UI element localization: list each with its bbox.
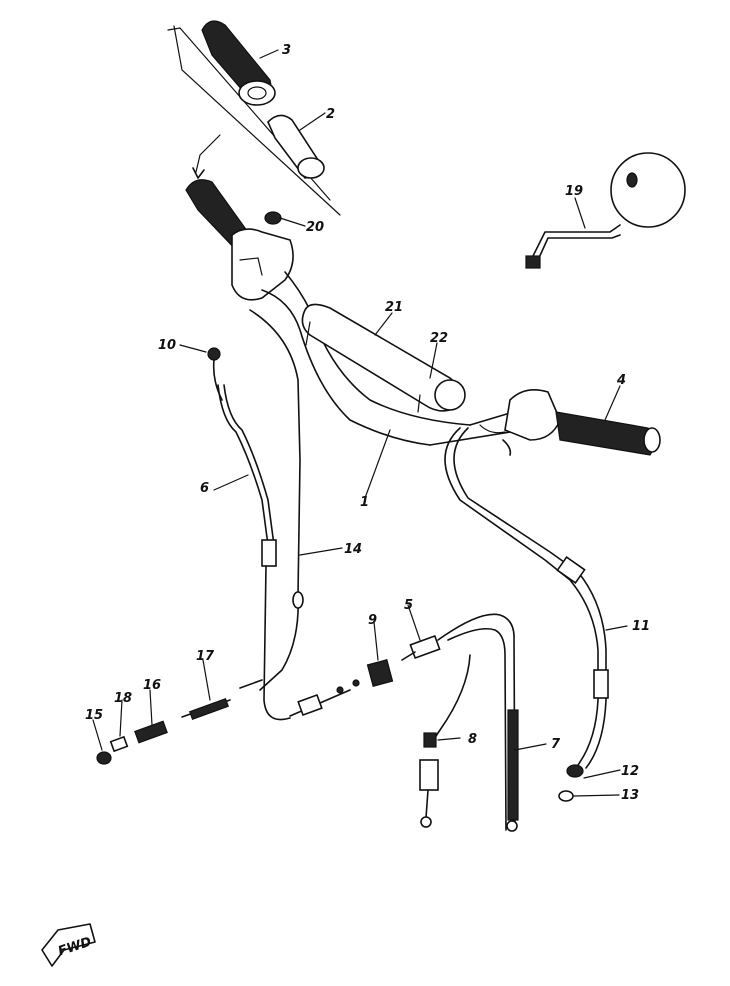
callout-6: 6 [200,481,209,496]
bar-pad [301,303,466,413]
callout-5: 5 [404,598,413,613]
callout-7: 7 [551,737,561,752]
left-grip-exploded [201,20,276,106]
fwd-arrow-icon: FWD [41,923,96,967]
callout-12: 12 [621,764,639,779]
callout-18: 18 [114,691,132,706]
callout-13: 13 [621,788,639,803]
adjuster-part [134,720,168,744]
callout-21: 21 [385,300,403,315]
callout-9: 9 [368,613,377,628]
callout-2: 2 [326,107,335,122]
callout-16: 16 [143,678,161,693]
cable-washer-13 [558,790,574,802]
cap-part [264,211,282,225]
callout-numbers: 3 2 20 19 21 22 10 4 6 1 14 5 9 11 17 16… [85,43,650,803]
nut-part [109,735,129,753]
cable-end-7 [506,709,519,832]
lower-cable [419,654,471,828]
cable-block [366,659,394,687]
left-cable-end [207,347,223,401]
left-cable [217,384,291,721]
callout-11: 11 [632,619,650,634]
callout-1: 1 [360,495,369,510]
callout-17: 17 [196,649,215,664]
grip-sleeve [267,114,325,179]
throttle-cable [249,309,304,691]
cable-junction [289,679,360,717]
cable-nut-12 [566,764,584,778]
left-grip-assembled [185,179,294,301]
callout-20: 20 [306,220,324,235]
fwd-label: FWD [56,935,93,960]
handlebar [261,271,521,446]
callout-22: 22 [430,331,448,346]
callout-3: 3 [282,43,291,58]
cable-fitting [401,613,516,831]
callout-8: 8 [468,732,477,747]
callout-19: 19 [565,184,583,199]
right-cable [444,427,609,769]
leader-lines [92,49,628,797]
end-cap-part [96,751,112,765]
callout-15: 15 [85,708,103,723]
spring-part [181,679,263,721]
callout-10: 10 [158,338,176,353]
right-grip-assembly [479,389,661,456]
callout-14: 14 [344,542,362,557]
mirror [525,152,686,269]
callout-4: 4 [616,373,626,388]
